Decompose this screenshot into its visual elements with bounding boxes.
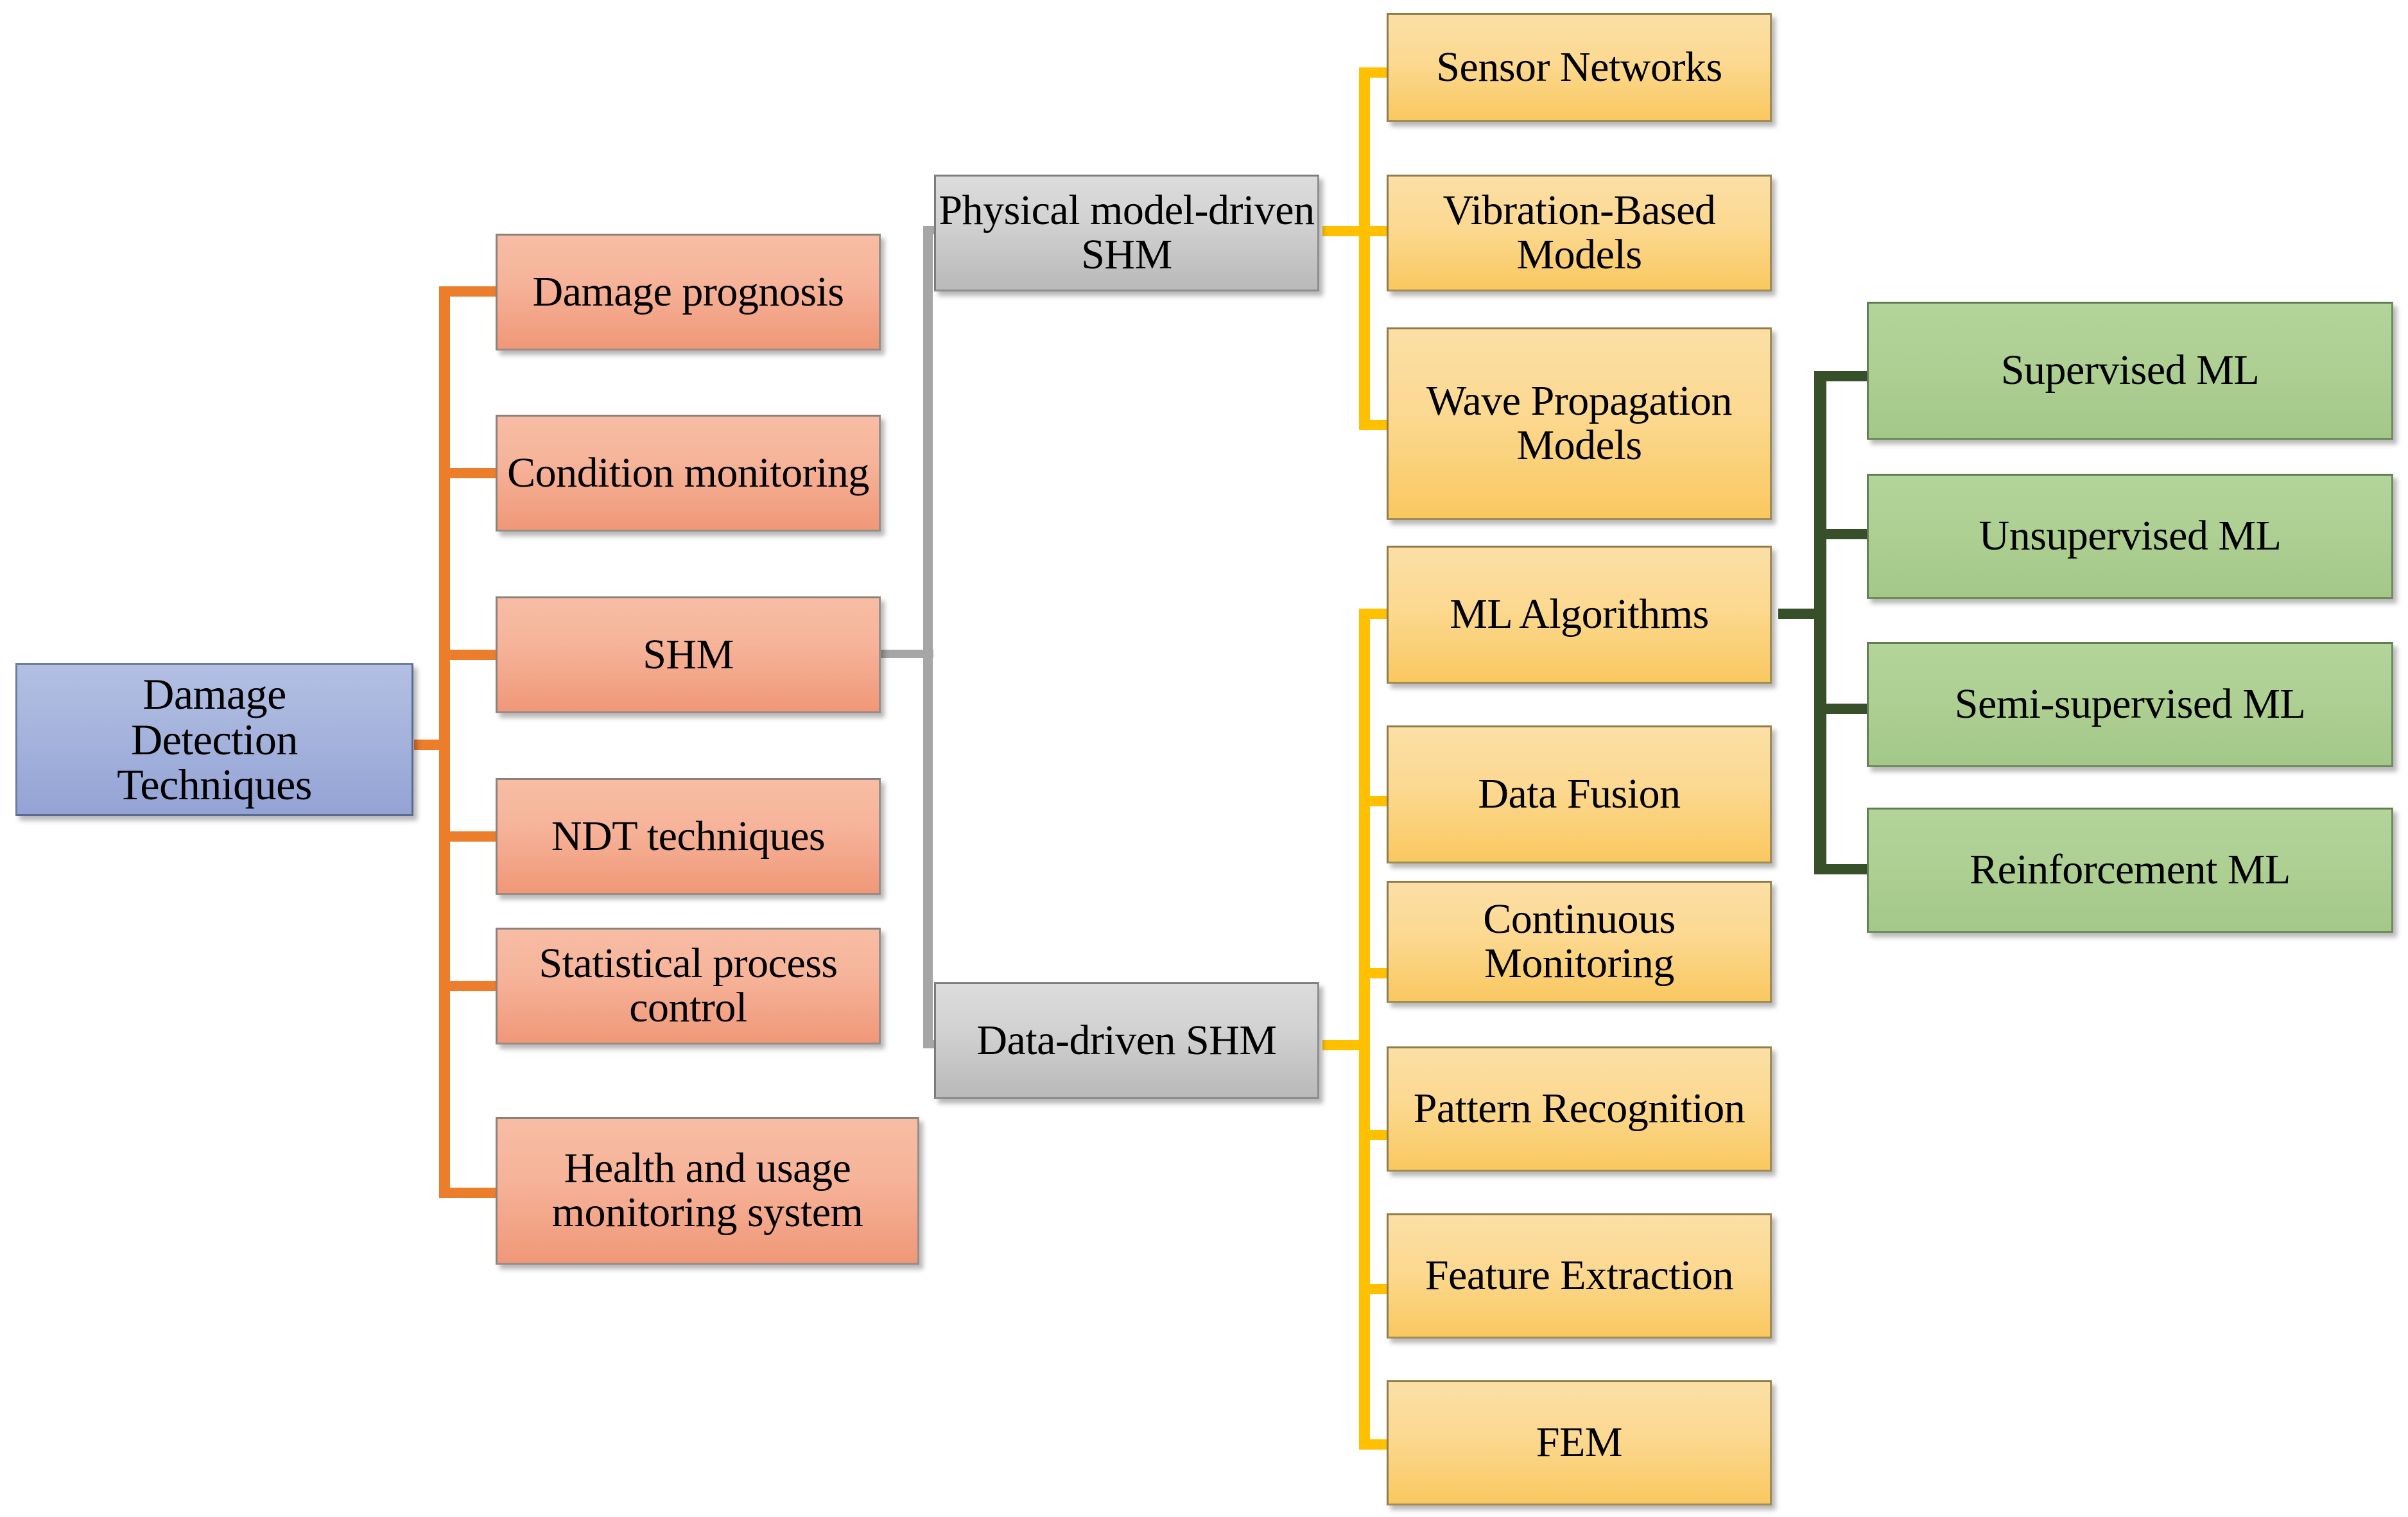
node-damage-prognosis[interactable]: Damage prognosis — [496, 234, 881, 351]
node-label: Vibration-Based Models — [1442, 187, 1716, 278]
node-unsupervised-ml[interactable]: Unsupervised ML — [1867, 474, 2393, 599]
node-label: Data-driven SHM — [976, 1016, 1277, 1064]
node-label: Supervised ML — [2000, 347, 2260, 394]
node-label: Wave Propagation Models — [1426, 377, 1733, 469]
node-label: Feature Extraction — [1425, 1252, 1734, 1299]
connector-physical-spine — [1359, 67, 1370, 430]
node-data-fusion[interactable]: Data Fusion — [1387, 725, 1772, 863]
node-continuous-monitoring[interactable]: Continuous Monitoring — [1387, 881, 1772, 1003]
node-label: Semi-supervised ML — [1954, 680, 2306, 728]
node-semi-supervised-ml[interactable]: Semi-supervised ML — [1867, 642, 2393, 767]
node-label: Health and usage monitoring system — [551, 1145, 863, 1236]
node-label: Damage Detection Techniques — [117, 669, 312, 810]
node-shm[interactable]: SHM — [496, 596, 881, 713]
connector-ml-stub — [1778, 609, 1823, 619]
node-statistical-process-control[interactable]: Statistical process control — [496, 928, 881, 1045]
node-health-usage-monitoring-system[interactable]: Health and usage monitoring system — [496, 1117, 919, 1265]
node-supervised-ml[interactable]: Supervised ML — [1867, 302, 2393, 440]
node-label: Data Fusion — [1478, 770, 1681, 818]
connector-branch-ml-4 — [1814, 864, 1872, 874]
node-label: NDT techniques — [551, 812, 826, 860]
node-data-driven-shm[interactable]: Data-driven SHM — [934, 982, 1319, 1099]
node-ml-algorithms[interactable]: ML Algorithms — [1387, 546, 1772, 684]
connector-shm-stub — [879, 650, 933, 658]
node-label: Condition monitoring — [507, 449, 869, 496]
node-label: Reinforcement ML — [1970, 846, 2291, 894]
node-wave-propagation-models[interactable]: Wave Propagation Models — [1387, 327, 1772, 520]
node-label: SHM — [643, 630, 734, 678]
node-label: ML Algorithms — [1450, 591, 1709, 638]
connector-branch-l1-3 — [439, 650, 500, 660]
node-feature-extraction[interactable]: Feature Extraction — [1387, 1213, 1772, 1339]
node-sensor-networks[interactable]: Sensor Networks — [1387, 13, 1772, 122]
node-label: Physical model-driven SHM — [939, 187, 1315, 278]
node-label: Pattern Recognition — [1413, 1085, 1745, 1132]
node-label: Damage prognosis — [532, 268, 844, 315]
node-physical-model-driven-shm[interactable]: Physical model-driven SHM — [934, 175, 1319, 291]
node-label: Statistical process control — [539, 940, 838, 1031]
connector-branch-l1-5 — [439, 981, 500, 991]
node-label: FEM — [1536, 1419, 1623, 1466]
node-condition-monitoring[interactable]: Condition monitoring — [496, 415, 881, 532]
node-pattern-recognition[interactable]: Pattern Recognition — [1387, 1046, 1772, 1172]
node-fem[interactable]: FEM — [1387, 1380, 1772, 1505]
node-label: Sensor Networks — [1436, 43, 1722, 91]
node-reinforcement-ml[interactable]: Reinforcement ML — [1867, 808, 2393, 933]
connector-branch-l1-4 — [439, 831, 500, 842]
connector-root-spine — [439, 286, 450, 1198]
connector-physical-stub — [1322, 226, 1367, 236]
node-label: Continuous Monitoring — [1483, 896, 1676, 987]
connector-branch-l1-1 — [439, 286, 500, 297]
connector-ml-spine — [1814, 371, 1826, 874]
connector-branch-l1-2 — [439, 468, 500, 478]
connector-datadriven-stub — [1322, 1040, 1367, 1050]
node-ndt-techniques[interactable]: NDT techniques — [496, 778, 881, 895]
connector-branch-ml-2 — [1814, 529, 1872, 539]
node-label: Unsupervised ML — [1979, 512, 2282, 560]
connector-branch-ml-1 — [1814, 371, 1872, 381]
connector-datadriven-spine — [1359, 609, 1370, 1450]
connector-branch-l1-6 — [439, 1188, 500, 1198]
connector-branch-ml-3 — [1814, 704, 1872, 714]
connector-shm-spine — [923, 226, 933, 1048]
node-vibration-based-models[interactable]: Vibration-Based Models — [1387, 175, 1772, 291]
node-damage-detection-techniques[interactable]: Damage Detection Techniques — [15, 663, 413, 816]
